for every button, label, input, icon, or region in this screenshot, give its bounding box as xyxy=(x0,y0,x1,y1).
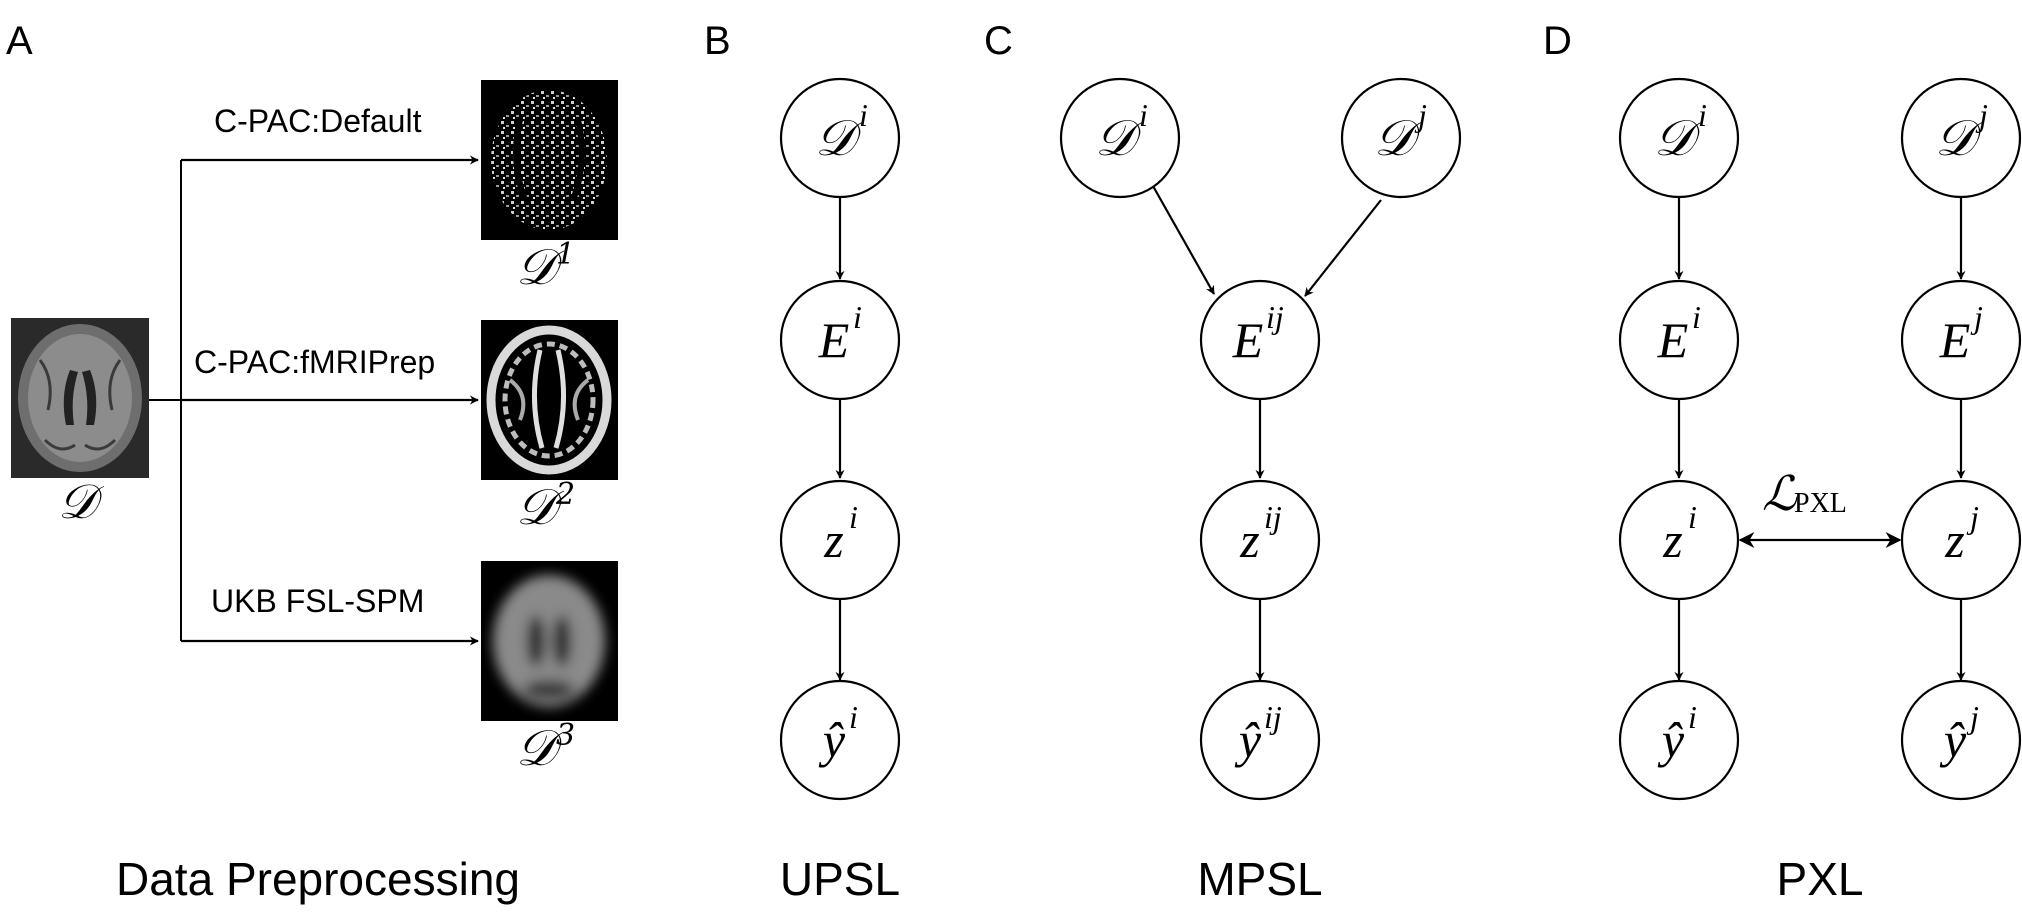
input-mri-image xyxy=(11,318,149,478)
node-b-y: ŷ i xyxy=(779,679,901,801)
svg-text:i: i xyxy=(853,299,862,335)
panel-d: D ℒ PXL 𝒟 i E i z i xyxy=(1543,19,2022,905)
svg-text:z: z xyxy=(1944,512,1964,568)
node-d-yi: ŷ i xyxy=(1618,679,1740,801)
svg-text:i: i xyxy=(849,699,858,735)
output-image-2 xyxy=(481,320,618,480)
svg-text:ij: ij xyxy=(1264,499,1282,535)
svg-text:PXL: PXL xyxy=(1794,488,1847,519)
panel-letter-d: D xyxy=(1543,19,1572,63)
svg-text:ij: ij xyxy=(1266,299,1284,335)
node-d-zi: z i xyxy=(1618,479,1740,601)
node-c-di: 𝒟 i xyxy=(1059,77,1181,199)
svg-text:E: E xyxy=(1232,312,1264,368)
svg-text:ŷ: ŷ xyxy=(1657,712,1685,768)
output-sup-3: 3 xyxy=(556,718,575,753)
svg-text:j: j xyxy=(1970,299,1983,335)
edge-c-dj-e xyxy=(1304,199,1382,297)
input-data-label: 𝒟 xyxy=(58,474,105,530)
output-sup-2: 2 xyxy=(555,477,575,512)
svg-text:ŷ: ŷ xyxy=(818,712,846,768)
svg-text:E: E xyxy=(1657,312,1689,368)
node-d-dj: 𝒟 j xyxy=(1900,77,2022,199)
node-c-dj: 𝒟 j xyxy=(1340,77,1462,199)
svg-text:E: E xyxy=(818,312,850,368)
panel-a: A 𝒟 C-PAC:Default C-PAC:fMRIPrep UKB FSL… xyxy=(6,19,618,905)
node-c-e: E ij xyxy=(1199,279,1321,401)
node-d-zj: z j xyxy=(1900,479,2022,601)
svg-text:ŷ: ŷ xyxy=(1939,712,1967,768)
panel-letter-c: C xyxy=(984,19,1013,63)
svg-text:i: i xyxy=(1698,97,1707,133)
node-d-di: 𝒟 i xyxy=(1618,77,1740,199)
caption-a: Data Preprocessing xyxy=(116,853,520,905)
loss-label: ℒ PXL xyxy=(1762,466,1847,522)
node-c-z: z ij xyxy=(1199,479,1321,601)
output-image-1 xyxy=(481,80,618,240)
svg-text:j: j xyxy=(1966,699,1979,735)
svg-text:z: z xyxy=(1239,512,1259,568)
output-image-3 xyxy=(481,561,618,721)
svg-text:i: i xyxy=(859,97,868,133)
svg-text:E: E xyxy=(1939,312,1971,368)
svg-text:ij: ij xyxy=(1264,699,1282,735)
svg-text:z: z xyxy=(1662,512,1682,568)
panel-letter-b: B xyxy=(704,19,731,63)
svg-text:z: z xyxy=(823,512,843,568)
svg-text:j: j xyxy=(1966,499,1979,535)
caption-d: PXL xyxy=(1777,853,1864,905)
panel-b: B 𝒟 i E i z i ŷ i UPSL xyxy=(704,19,901,905)
svg-text:i: i xyxy=(1139,97,1148,133)
node-d-ej: E j xyxy=(1900,279,2022,401)
node-b-d: 𝒟 i xyxy=(779,77,901,199)
svg-text:i: i xyxy=(1692,299,1701,335)
svg-text:j: j xyxy=(1975,97,1988,133)
svg-text:ℒ: ℒ xyxy=(1762,466,1798,522)
pipeline-label-2: C-PAC:fMRIPrep xyxy=(194,344,435,380)
node-c-y: ŷ ij xyxy=(1199,679,1321,801)
caption-b: UPSL xyxy=(780,853,900,905)
svg-text:j: j xyxy=(1414,97,1427,133)
panel-c: C 𝒟 i 𝒟 j E ij z ij ŷ ij M xyxy=(984,19,1462,905)
node-d-yj: ŷ j xyxy=(1900,679,2022,801)
node-b-e: E i xyxy=(779,279,901,401)
node-b-z: z i xyxy=(779,479,901,601)
svg-text:i: i xyxy=(1688,499,1697,535)
svg-text:i: i xyxy=(849,499,858,535)
svg-text:i: i xyxy=(1688,699,1697,735)
pipeline-label-1: C-PAC:Default xyxy=(214,103,422,139)
svg-text:ŷ: ŷ xyxy=(1234,712,1262,768)
node-d-ei: E i xyxy=(1618,279,1740,401)
output-sup-1: 1 xyxy=(556,237,575,272)
caption-c: MPSL xyxy=(1197,853,1322,905)
panel-letter-a: A xyxy=(6,19,33,63)
pipeline-label-3: UKB FSL-SPM xyxy=(211,583,424,619)
